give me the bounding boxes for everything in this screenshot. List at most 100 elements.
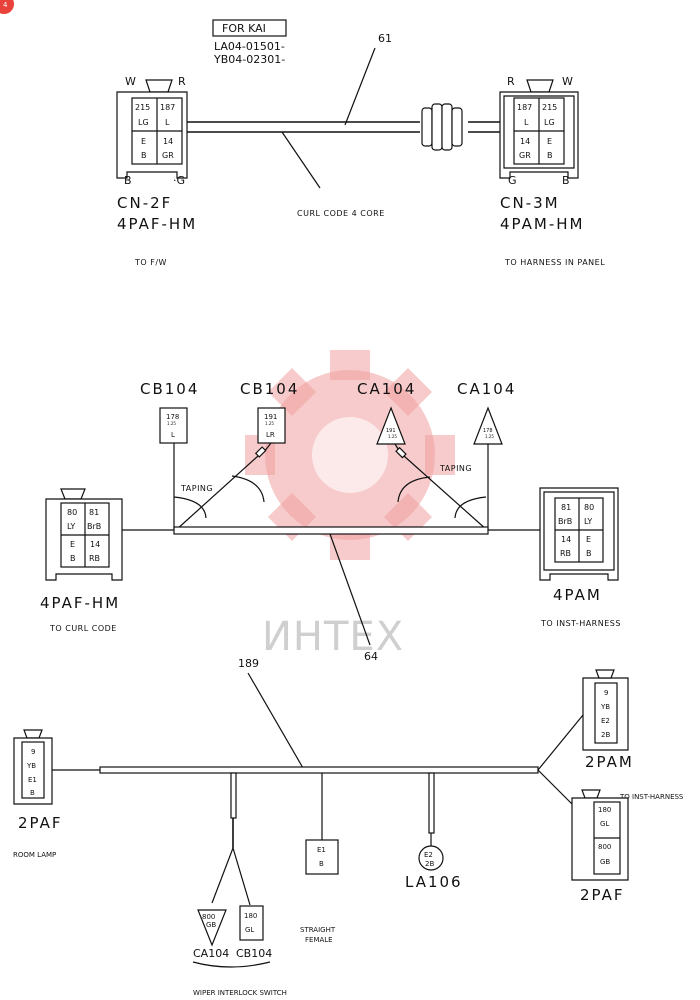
svg-text:800: 800 xyxy=(202,913,215,921)
connector-type: 2PAM xyxy=(585,753,634,771)
taping-arrow-icon xyxy=(173,496,207,519)
connector-name: CN-2F xyxy=(117,194,172,212)
svg-text:215: 215 xyxy=(542,103,557,112)
svg-text:191: 191 xyxy=(386,428,396,434)
svg-text:L: L xyxy=(171,431,175,439)
connector-destination: TO F/W xyxy=(134,258,167,267)
connector-latch-icon xyxy=(581,789,601,799)
svg-text:B: B xyxy=(547,151,553,160)
wiper-label: WIPER INTERLOCK SWITCH xyxy=(193,989,287,997)
connector-ca104-wiper: 800 GB CA104 xyxy=(193,909,229,960)
svg-text:9: 9 xyxy=(31,748,35,756)
label-ca104-1: CA104 xyxy=(357,380,416,398)
svg-text:191: 191 xyxy=(264,413,277,421)
svg-text:180: 180 xyxy=(244,912,257,920)
connector-destination: TO HARNESS IN PANEL xyxy=(504,258,605,267)
svg-text:178: 178 xyxy=(166,413,179,421)
svg-text:1.25: 1.25 xyxy=(388,434,397,439)
connector-2pam: 9 YB E2 2B 2PAM xyxy=(582,669,634,771)
connector-4pam: 81 80 BrB LY 14 E RB B 4PAM TO INST-HARN… xyxy=(539,487,621,628)
svg-text:LG: LG xyxy=(544,118,555,127)
connector-cb104-wiper: 180 GL CB104 xyxy=(236,905,272,960)
connector-4paf-hm: 80 81 LY BrB E 14 B RB 4PAF-HM TO CURL C… xyxy=(40,488,123,633)
svg-text:L: L xyxy=(524,118,529,127)
connector-2paf-right: 180 GL 800 GB 2PAF xyxy=(571,789,629,904)
svg-text:1.25: 1.25 xyxy=(265,421,274,426)
svg-text:215: 215 xyxy=(135,103,150,112)
connector-type: 4PAF-HM xyxy=(40,594,120,612)
svg-text:E1: E1 xyxy=(317,846,326,854)
connector-destination: TO CURL CODE xyxy=(49,624,117,633)
connector-type: 4PAF-HM xyxy=(117,215,197,233)
tag-ca104-191: 191 1.25 xyxy=(376,406,406,445)
page-badge: 4 xyxy=(0,0,14,14)
svg-text:B: B xyxy=(319,860,324,868)
svg-text:RB: RB xyxy=(89,554,100,563)
watermark-text: ИНТЕХ xyxy=(262,614,404,660)
tag-cb104-178: 178 1.25 L xyxy=(159,407,188,444)
svg-text:GR: GR xyxy=(162,151,174,160)
bottom-section: 189 9 YB E1 B 2PAF ROOM LAMP 800 GB CA10 xyxy=(13,657,684,997)
svg-text:B: B xyxy=(562,174,570,187)
connector-destination: ROOM LAMP xyxy=(13,851,56,859)
label-cb104-1: CB104 xyxy=(140,380,199,398)
svg-text:B: B xyxy=(586,549,592,558)
for-label-box xyxy=(212,19,287,37)
svg-text:9: 9 xyxy=(604,689,608,697)
curl-label: CURL CODE 4 CORE xyxy=(297,209,385,218)
svg-text:E2: E2 xyxy=(424,851,433,859)
taping-label-left: TAPING xyxy=(180,484,213,493)
connector-2paf-room-lamp: 9 YB E1 B 2PAF ROOM LAMP xyxy=(13,729,61,859)
svg-text:FEMALE: FEMALE xyxy=(305,936,333,944)
svg-text:CB104: CB104 xyxy=(236,947,272,960)
connector-type: 4PAM-HM xyxy=(500,215,584,233)
svg-text:E: E xyxy=(547,137,552,146)
middle-section: CB104 CB104 CA104 CA104 178 1.25 L 191 1… xyxy=(40,380,621,663)
svg-text:2B: 2B xyxy=(425,860,434,868)
connector-destination: TO INST-HARNESS xyxy=(540,619,621,628)
svg-text:LY: LY xyxy=(67,522,75,531)
brace xyxy=(192,961,271,968)
svg-text:GL: GL xyxy=(245,926,254,934)
svg-text:B: B xyxy=(124,174,132,187)
wire-number-64: 64 xyxy=(364,650,378,663)
svg-text:BrB: BrB xyxy=(87,522,101,531)
leader-curl xyxy=(281,131,321,189)
svg-text:80: 80 xyxy=(584,503,594,512)
taping-arrow-icon xyxy=(231,475,265,503)
svg-text:B: B xyxy=(70,554,76,563)
svg-text:E2: E2 xyxy=(601,717,610,725)
svg-text:YB: YB xyxy=(600,703,610,711)
svg-text:L: L xyxy=(165,118,170,127)
svg-text:1.25: 1.25 xyxy=(167,421,176,426)
svg-text:1.25: 1.25 xyxy=(485,434,494,439)
svg-text:B: B xyxy=(141,151,147,160)
svg-text:B: B xyxy=(30,789,35,797)
connector-latch-icon xyxy=(595,669,615,679)
code-2: YB04-02301- xyxy=(213,53,285,66)
tag-cb104-191: 191 1.25 LR xyxy=(257,407,286,444)
harness-189 xyxy=(99,766,539,774)
svg-text:GR: GR xyxy=(519,151,531,160)
svg-text:4: 4 xyxy=(3,1,8,9)
svg-text:800: 800 xyxy=(598,843,611,851)
svg-text:80: 80 xyxy=(67,508,77,517)
code-1: LA04-01501- xyxy=(214,40,285,53)
svg-text:GB: GB xyxy=(206,921,216,929)
svg-text:R: R xyxy=(507,75,515,88)
svg-text:E: E xyxy=(586,535,591,544)
taping-label-right: TAPING xyxy=(439,464,472,473)
svg-text:187: 187 xyxy=(517,103,532,112)
svg-text:LA106: LA106 xyxy=(405,873,463,891)
svg-text:GL: GL xyxy=(600,820,609,828)
svg-text:STRAIGHT: STRAIGHT xyxy=(300,926,336,934)
connector-latch-icon xyxy=(145,79,173,93)
wire-number-61: 61 xyxy=(378,32,392,45)
svg-text:R: R xyxy=(178,75,186,88)
svg-text:E: E xyxy=(70,540,75,549)
label-cb104-2: CB104 xyxy=(240,380,299,398)
svg-text:·G: ·G xyxy=(173,174,185,187)
connector-latch-icon xyxy=(526,79,554,93)
svg-text:14: 14 xyxy=(163,137,173,146)
